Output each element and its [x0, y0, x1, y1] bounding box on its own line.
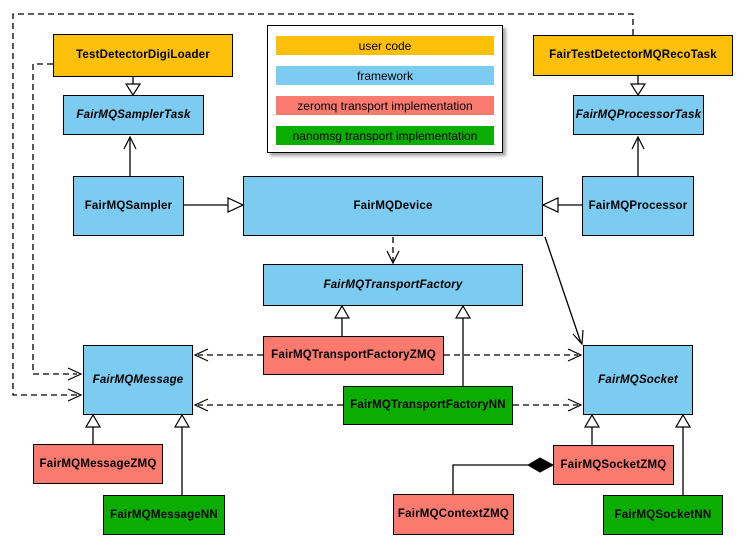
dependency-arrow-factoryzmq-socket — [444, 348, 583, 362]
legend-item-nanomsg: nanomsg transport implementation — [276, 126, 494, 145]
legend-item-user-code: user code — [276, 36, 494, 55]
node-fairtestdetectormqrecotask: FairTestDetectorMQRecoTask — [533, 35, 733, 76]
inheritance-arrow-digiloader-samplertask — [124, 77, 142, 97]
node-fairmqtransportfactory: FairMQTransportFactory — [263, 264, 523, 306]
node-testdetectordigiloader: TestDetectorDigiLoader — [53, 34, 233, 77]
inheritance-arrow-sampler-device — [184, 197, 245, 213]
dependency-arrow-device-transportfactory — [386, 237, 400, 265]
inheritance-arrow-messagezmq-message — [84, 413, 102, 444]
legend-item-zeromq: zeromq transport implementation — [276, 96, 494, 115]
dependency-arrow-digiloader-message — [32, 63, 83, 381]
node-fairmqtransportfactoryzmq: FairMQTransportFactoryZMQ — [263, 336, 444, 375]
node-fairmqsocketzmq: FairMQSocketZMQ — [553, 445, 674, 485]
node-fairmqtransportfactorynn: FairMQTransportFactoryNN — [343, 386, 513, 425]
dependency-arrow-factoryzmq-message — [193, 348, 263, 362]
inheritance-arrow-processor-device — [541, 197, 582, 213]
dependency-arrow-factorynn-socket — [513, 398, 583, 412]
node-fairmqsamplertask: FairMQSamplerTask — [63, 95, 204, 135]
node-fairmqdevice: FairMQDevice — [243, 176, 543, 236]
inheritance-arrow-factorynn-transportfactory — [454, 304, 472, 386]
node-fairmqmessagenn: FairMQMessageNN — [103, 495, 225, 535]
node-fairmqsocketnn: FairMQSocketNN — [603, 495, 723, 535]
node-fairmqmessage: FairMQMessage — [83, 345, 193, 415]
inheritance-arrow-messagenn-message — [173, 413, 191, 495]
association-arrow-sampler-samplertask — [123, 135, 137, 176]
composition-link-contextzmq-socketzmq — [452, 457, 555, 494]
node-fairmqmessagezmq: FairMQMessageZMQ — [33, 444, 163, 484]
node-fairmqsampler: FairMQSampler — [73, 176, 184, 236]
dependency-arrow-recotask-message — [12, 13, 634, 402]
inheritance-arrow-factoryzmq-transportfactory — [333, 304, 351, 336]
node-fairmqprocessortask: FairMQProcessorTask — [573, 95, 704, 135]
association-arrow-device-socket — [544, 236, 584, 346]
node-fairmqprocessor: FairMQProcessor — [582, 176, 694, 236]
inheritance-arrow-socketnn-socket — [674, 413, 692, 495]
legend: user code framework zeromq transport imp… — [267, 25, 503, 153]
association-arrow-processor-processortask — [631, 135, 645, 176]
node-fairmqcontextzmq: FairMQContextZMQ — [393, 494, 514, 535]
inheritance-arrow-socketzmq-socket — [583, 413, 601, 445]
legend-item-framework: framework — [276, 66, 494, 85]
dependency-arrow-factorynn-message — [193, 398, 343, 412]
inheritance-arrow-recotask-processortask — [629, 76, 647, 97]
node-fairmqsocket: FairMQSocket — [583, 345, 693, 415]
